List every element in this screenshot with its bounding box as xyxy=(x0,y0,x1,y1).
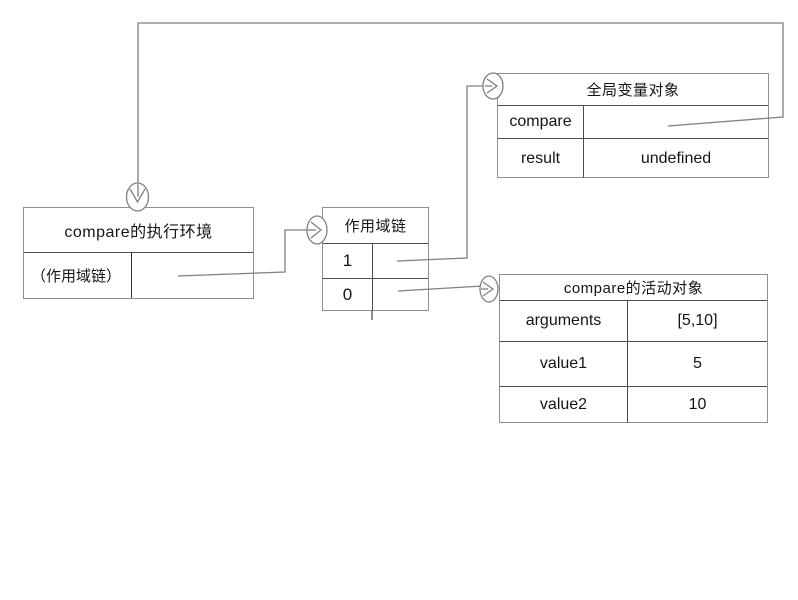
table-row: result undefined xyxy=(498,138,768,178)
activation-value-arguments: [5,10] xyxy=(677,312,718,329)
scope-index-1: 1 xyxy=(323,244,373,278)
global-value-result: undefined xyxy=(640,149,712,167)
scope-chain-label: （作用域链） xyxy=(24,253,132,298)
scope-pointer-1-cell xyxy=(373,244,428,278)
table-row: 1 xyxy=(323,244,428,278)
activation-value-value1: 5 xyxy=(693,355,702,372)
global-object-box: 全局变量对象 compare result undefined xyxy=(497,73,769,178)
exec-env-title: compare的执行环境 xyxy=(24,208,253,253)
exec-env-box: compare的执行环境 （作用域链） xyxy=(23,207,254,299)
scope-chain-title: 作用域链 xyxy=(323,208,428,244)
scope-chain-pointer-cell xyxy=(132,253,253,298)
global-key-result: result xyxy=(498,139,584,178)
activation-object-box: compare的活动对象 arguments [5,10] value1 5 v… xyxy=(499,274,768,423)
activation-value-value2: 10 xyxy=(688,396,707,413)
arrow-circle-right-icon xyxy=(479,275,499,303)
activation-object-title: compare的活动对象 xyxy=(500,275,767,301)
activation-key-arguments: arguments xyxy=(500,301,628,341)
activation-key-value1: value1 xyxy=(500,342,628,386)
scope-pointer-0-cell xyxy=(373,279,428,310)
global-key-compare: compare xyxy=(498,106,584,138)
table-row: arguments [5,10] xyxy=(500,301,767,341)
global-object-title: 全局变量对象 xyxy=(498,74,768,106)
activation-key-value2: value2 xyxy=(500,387,628,423)
scope-index-0: 0 xyxy=(323,279,373,310)
table-row: （作用域链） xyxy=(24,253,253,298)
global-value-compare xyxy=(584,106,768,138)
table-row: compare xyxy=(498,106,768,138)
table-row: value2 10 xyxy=(500,386,767,423)
scope-chain-box: 作用域链 1 0 xyxy=(322,207,429,311)
table-row: value1 5 xyxy=(500,341,767,386)
table-row: 0 xyxy=(323,278,428,310)
